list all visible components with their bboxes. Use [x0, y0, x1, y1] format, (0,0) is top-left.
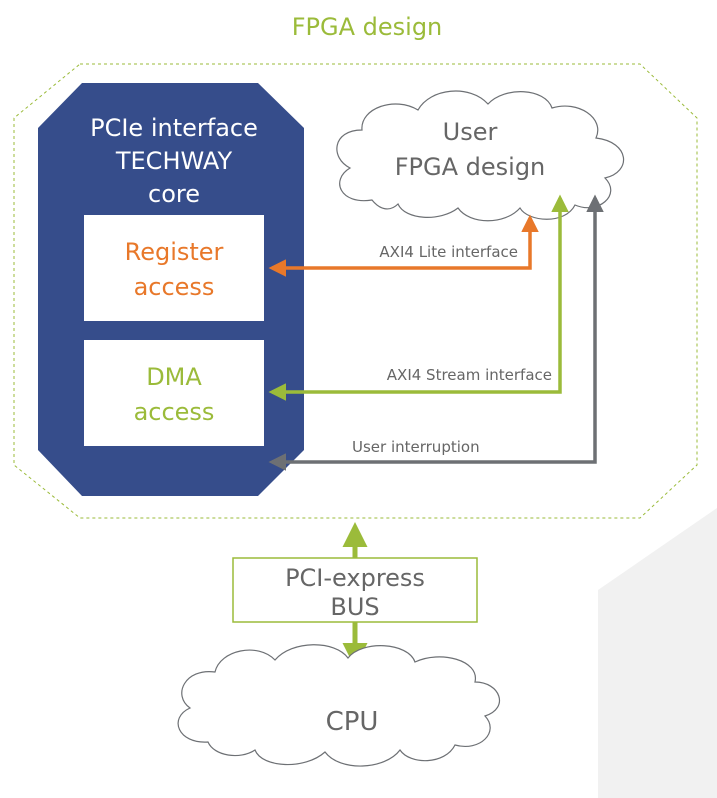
axi-lite-label: AXI4 Lite interface — [379, 243, 518, 261]
register-access-label-line1: Register — [125, 238, 224, 266]
axi-stream-label: AXI4 Stream interface — [387, 366, 552, 384]
user-cloud-label-line1: User — [443, 118, 498, 146]
dma-access-label-line2: access — [134, 398, 215, 426]
pcie-core-label-line2: TECHWAY — [115, 147, 233, 175]
dma-access-box — [84, 340, 264, 446]
pci-express-bus-label-line2: BUS — [330, 593, 379, 621]
pci-express-bus-box — [232, 557, 478, 623]
user-cloud-label-line2: FPGA design — [395, 153, 546, 181]
dma-access-label-line1: DMA — [146, 363, 202, 391]
cpu-label: CPU — [326, 707, 379, 737]
axi-stream-connector — [268, 194, 569, 401]
pci-express-bus-label-line1: PCI-express — [285, 564, 425, 592]
pcie-core-label-line3: core — [148, 180, 200, 208]
register-access-label-line2: access — [134, 273, 215, 301]
background-shadow-shape — [598, 508, 717, 798]
cpu-cloud — [177, 644, 500, 767]
user-interruption-label: User interruption — [352, 438, 480, 456]
fpga-design-title: FPGA design — [292, 13, 443, 41]
user-interruption-connector — [268, 194, 604, 471]
register-access-box — [84, 215, 264, 321]
pcie-core-label-line1: PCIe interface — [90, 114, 258, 142]
fpga-boundary — [13, 63, 698, 519]
